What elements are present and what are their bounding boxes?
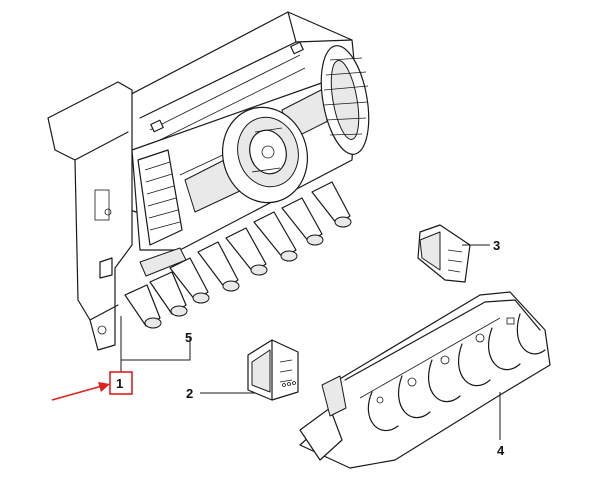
screw-tab bbox=[290, 41, 304, 55]
callout-labels: 1 2 3 4 5 bbox=[116, 238, 505, 458]
part-4-trim-panel bbox=[299, 291, 551, 469]
lever-switch bbox=[197, 241, 240, 292]
lever-switch bbox=[311, 181, 352, 228]
unit-left-bracket bbox=[47, 81, 133, 351]
lever-switch bbox=[225, 227, 268, 276]
part-2-switch-cap bbox=[247, 339, 299, 401]
callout-2: 2 bbox=[186, 386, 193, 401]
lever-switch bbox=[281, 197, 324, 246]
part-3-switch-cap bbox=[417, 224, 471, 283]
right-fan-drum bbox=[320, 45, 370, 155]
screw-tab bbox=[150, 119, 164, 133]
callout-4: 4 bbox=[497, 443, 505, 458]
lower-push-buttons bbox=[124, 247, 188, 329]
callout-3: 3 bbox=[493, 238, 500, 253]
part-1-control-unit bbox=[47, 11, 370, 351]
central-rotary-knob bbox=[221, 106, 309, 204]
callout-1: 1 bbox=[116, 376, 123, 391]
leader-lines bbox=[120, 244, 501, 440]
callout-1-highlight-box bbox=[109, 371, 133, 395]
lever-switch bbox=[253, 211, 298, 262]
lever-switch-row bbox=[169, 181, 352, 304]
highlight-arrow bbox=[51, 382, 110, 401]
left-vent-grille bbox=[137, 149, 183, 246]
switch-shroud-loops bbox=[367, 313, 546, 432]
callout-5: 5 bbox=[185, 330, 192, 345]
